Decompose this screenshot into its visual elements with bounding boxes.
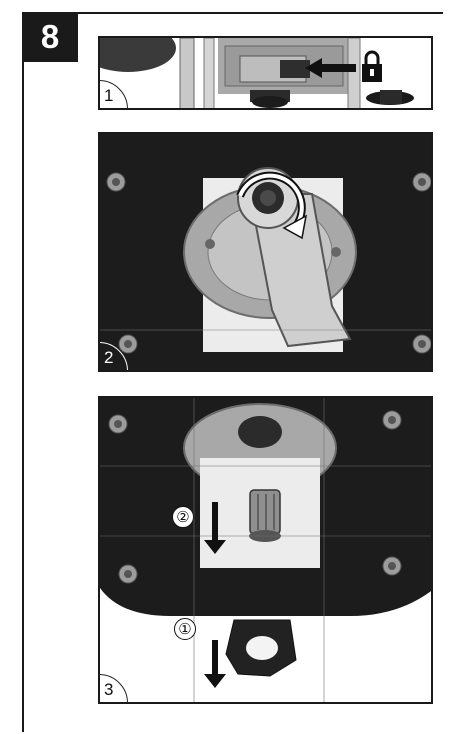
frame-top-rule xyxy=(22,12,443,14)
clockwise-arrow-icon xyxy=(100,134,433,372)
panel-3-number: 3 xyxy=(104,680,113,700)
frame-left-rule xyxy=(22,12,24,732)
step-number-badge: 8 xyxy=(22,12,78,62)
callout-1: ① xyxy=(174,618,196,640)
panel-3-illustration: ② ① 3 xyxy=(98,396,433,704)
panel-1-number: 1 xyxy=(104,86,113,106)
callout-2: ② xyxy=(172,506,194,528)
panel-2-number: 2 xyxy=(104,348,113,368)
down-arrow-icon xyxy=(100,398,433,704)
panel-1-illustration: 1 xyxy=(98,36,433,110)
lock-icon xyxy=(100,38,433,110)
panel-2-illustration: 2 xyxy=(98,132,433,372)
